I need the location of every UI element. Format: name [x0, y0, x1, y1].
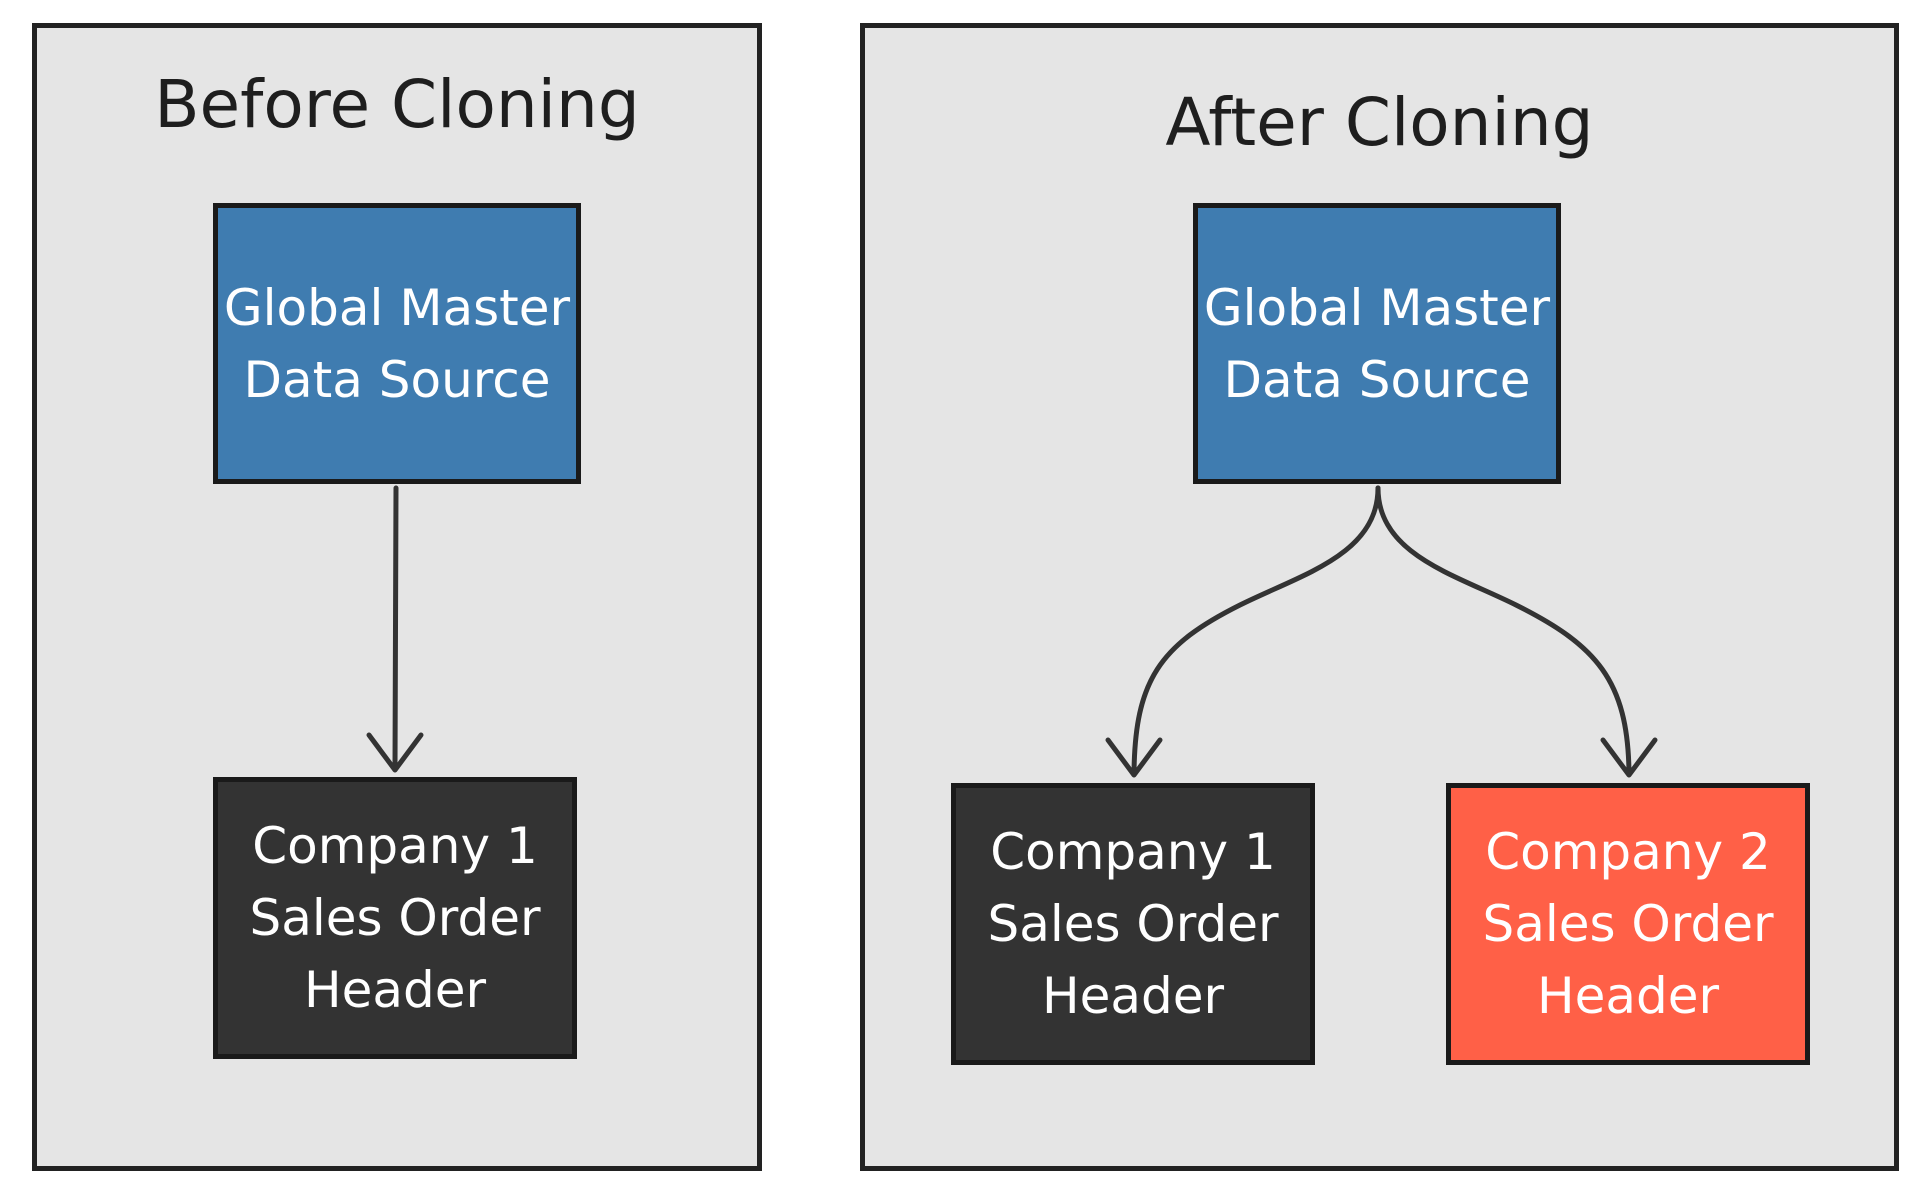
before-company1-sales-order-header-node: Company 1 Sales Order Header: [213, 777, 577, 1059]
node-label-line: Company 2: [1485, 823, 1771, 881]
after-company1-sales-order-header-node: Company 1 Sales Order Header: [951, 783, 1315, 1065]
node-label-line: Header: [1041, 967, 1225, 1025]
node-label-line: Header: [303, 961, 487, 1019]
after-cloning-title: After Cloning: [1165, 84, 1594, 161]
before-cloning-title: Before Cloning: [154, 66, 640, 143]
node-label-line: Sales Order: [1482, 895, 1774, 953]
node-label-line: Data Source: [1223, 350, 1531, 409]
node-label-line: Sales Order: [249, 889, 541, 947]
node-label-line: Data Source: [243, 350, 551, 409]
node-label-line: Company 1: [252, 817, 538, 875]
node-label-line: Global Master: [223, 278, 571, 337]
before-global-master-data-source-node: Global Master Data Source: [213, 203, 581, 484]
node-label-line: Header: [1536, 967, 1720, 1025]
after-global-master-data-source-node: Global Master Data Source: [1193, 203, 1561, 484]
after-company2-sales-order-header-node: Company 2 Sales Order Header: [1446, 783, 1810, 1065]
node-label-line: Sales Order: [987, 895, 1279, 953]
node-label-line: Company 1: [990, 823, 1276, 881]
node-label-line: Global Master: [1203, 278, 1551, 337]
